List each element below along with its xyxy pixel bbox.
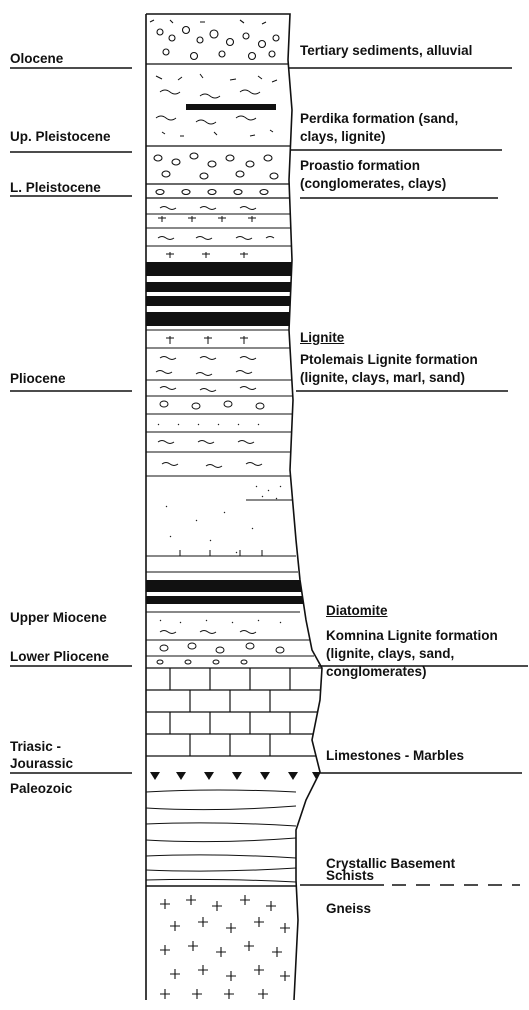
- age-l-pleistocene: L. Pleistocene: [10, 179, 101, 196]
- age-paleozoic: Paleozoic: [10, 780, 72, 797]
- perdika-pattern: [156, 74, 277, 136]
- unit-tertiary: Tertiary sediments, alluvial: [300, 42, 472, 59]
- unit-komnina-line2: (lignite, clays, sand,: [326, 645, 454, 662]
- age-triasic-line2: Jourassic: [10, 755, 73, 772]
- komnina-pattern: [146, 612, 314, 664]
- unit-limestones: Limestones - Marbles: [326, 747, 464, 764]
- unit-proastio-line1: Proastio formation: [300, 157, 420, 174]
- ptolemais-pattern: [146, 207, 292, 259]
- age-olocene: Olocene: [10, 50, 63, 67]
- age-up-pleistocene: Up. Pleistocene: [10, 128, 111, 145]
- unit-ptolemais-line2: (lignite, clays, marl, sand): [300, 369, 465, 386]
- limestone-pattern: [146, 668, 322, 756]
- unit-gneiss: Gneiss: [326, 900, 371, 917]
- unit-komnina-line1: Komnina Lignite formation: [326, 627, 498, 644]
- lignite-beds: [146, 262, 294, 326]
- proastio-pattern: [154, 153, 278, 179]
- unconformity-pattern: [150, 772, 320, 780]
- unit-diatomite: Diatomite: [326, 602, 388, 619]
- basement-pattern: [146, 790, 296, 882]
- age-lower-pliocene: Lower Pliocene: [10, 648, 109, 665]
- gneiss-pattern: [160, 895, 290, 999]
- unit-lignite: Lignite: [300, 329, 344, 346]
- unit-perdika-line2: clays, lignite): [300, 128, 386, 145]
- unit-ptolemais-line1: Ptolemais Lignite formation: [300, 351, 478, 368]
- alluvial-pattern: [150, 20, 279, 60]
- unit-komnina-line3: conglomerates): [326, 663, 427, 680]
- unit-perdika-line1: Perdika formation (sand,: [300, 110, 458, 127]
- age-upper-miocene: Upper Miocene: [10, 609, 107, 626]
- unit-schists: Schists: [326, 867, 374, 884]
- unit-proastio-line2: (conglomerates, clays): [300, 175, 446, 192]
- age-pliocene: Pliocene: [10, 370, 66, 387]
- age-triasic-line1: Triasic -: [10, 738, 61, 755]
